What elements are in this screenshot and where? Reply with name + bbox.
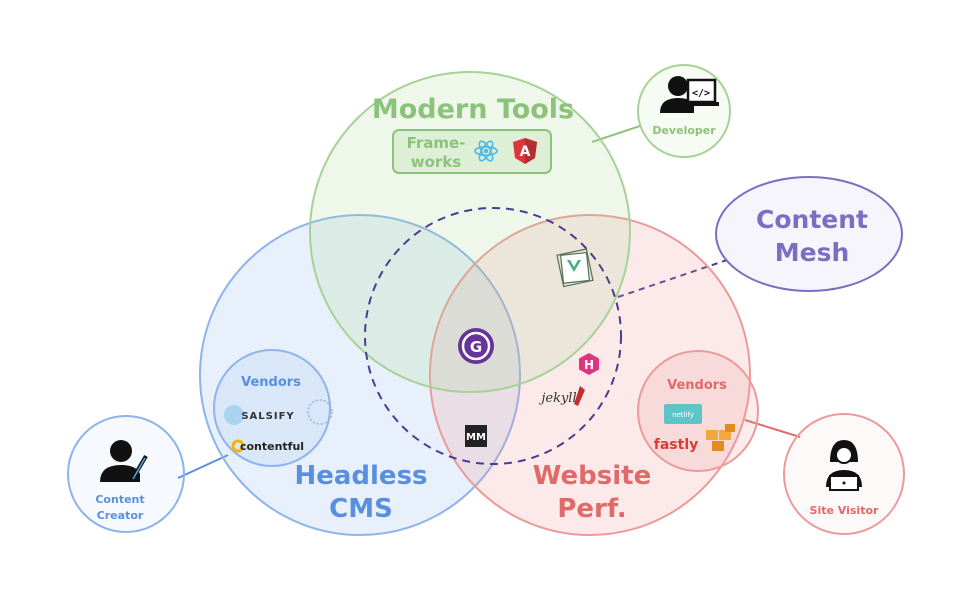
middleman-text: MM [466,432,486,443]
content-creator-icon [100,440,148,482]
content-creator-line1: Content [95,493,144,506]
visitor-connector [744,419,801,438]
developer-icon: </> [660,76,719,113]
gatsby-letter: G [470,338,482,356]
frameworks-label-line2: works [411,153,462,171]
content-creator-line2: Creator [97,509,144,522]
angular-icon: A [513,138,537,164]
mesh-connector [617,259,728,298]
developer-label: Developer [652,124,716,137]
website-perf-title-line2: Perf. [557,494,626,524]
content-mesh-ellipse [715,176,903,292]
aws-s3-logo [706,424,735,451]
cms-vendor-ring-icon [307,399,333,425]
website-perf-title-line1: Website [533,461,651,491]
site-visitor-icon [826,440,862,491]
frameworks-box [392,129,552,174]
jekyll-text: jekyll [538,391,576,406]
contentful-logo: contentful [231,439,304,453]
website-perf-circle [429,214,751,536]
salsify-text: SALSIFY [241,411,294,422]
headless-cms-title-line2: CMS [329,494,393,524]
creator-connector [177,454,229,479]
perf-vendors-label: Vendors [667,378,727,393]
jekyll-logo: jekyll [538,386,585,406]
site-visitor-label: Site Visitor [810,504,879,517]
gatsby-logo: G [458,328,494,364]
hexo-letter: H [584,358,594,372]
middleman-logo: MM [465,425,487,447]
headless-cms-title-line1: Headless [294,461,427,491]
cms-vendors-label: Vendors [241,375,301,390]
headless-cms-circle [199,214,521,536]
react-icon [474,140,498,162]
content-mesh-dashed-circle [364,207,622,465]
netlify-text: netlify [672,411,694,419]
code-glyph: </> [692,88,710,99]
contentful-text: contentful [240,440,304,453]
cms-vendors-circle [213,349,331,467]
frameworks-label-line1: Frame- [407,134,466,152]
angular-letter: A [520,144,531,160]
netlify-logo: netlify [664,404,702,424]
vuepress-logo [556,248,594,288]
content-mesh-line1: Content [756,205,868,234]
fastly-text: fastly [654,437,699,453]
content-mesh-line2: Mesh [775,238,850,267]
hexo-logo: H [579,353,599,375]
modern-tools-title: Modern Tools [372,94,574,125]
salsify-logo: SALSIFY [224,405,294,425]
